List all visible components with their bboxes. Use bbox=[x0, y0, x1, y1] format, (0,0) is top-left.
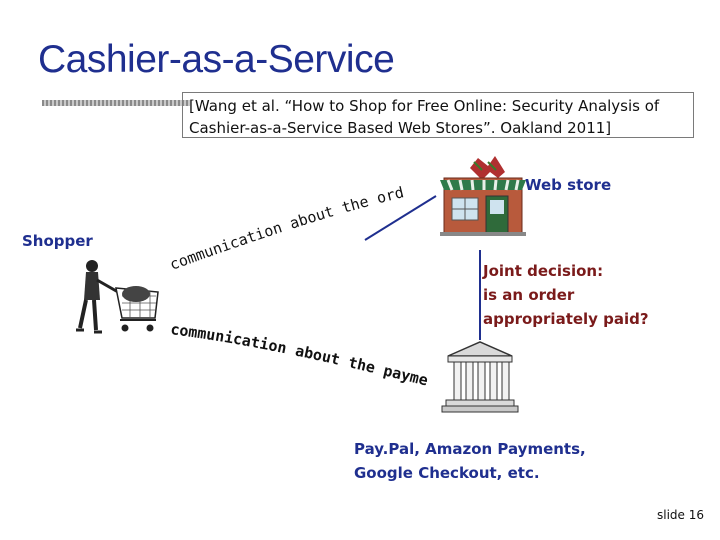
storefront-icon bbox=[440, 156, 526, 236]
shopper-cart-icon bbox=[76, 260, 159, 334]
payment-providers-line-1: Pay.Pal, Amazon Payments, bbox=[354, 440, 586, 458]
joint-decision-line-3: appropriately paid? bbox=[483, 310, 649, 328]
decorative-rule bbox=[42, 100, 190, 106]
citation-line-2: Cashier-as-a-Service Based Web Stores”. … bbox=[189, 119, 612, 137]
bank-icon bbox=[441, 341, 519, 413]
shopper-label: Shopper bbox=[22, 232, 93, 250]
payment-providers-line-2: Google Checkout, etc. bbox=[354, 464, 540, 482]
slide-title: Cashier-as-a-Service bbox=[38, 38, 395, 81]
joint-decision-line-2: is an order bbox=[483, 286, 575, 304]
order-connector-line bbox=[364, 195, 437, 241]
webstore-label: Web store bbox=[525, 176, 612, 194]
citation-box: [Wang et al. “How to Shop for Free Onlin… bbox=[182, 92, 694, 138]
citation-line-1: [Wang et al. “How to Shop for Free Onlin… bbox=[189, 97, 660, 115]
slide-number: slide 16 bbox=[656, 508, 704, 522]
joint-decision-line-1: Joint decision: bbox=[483, 262, 604, 280]
payment-providers-label: Pay.Pal, Amazon Payments, Google Checkou… bbox=[354, 437, 586, 485]
joint-decision-label: Joint decision: is an order appropriatel… bbox=[483, 259, 649, 331]
